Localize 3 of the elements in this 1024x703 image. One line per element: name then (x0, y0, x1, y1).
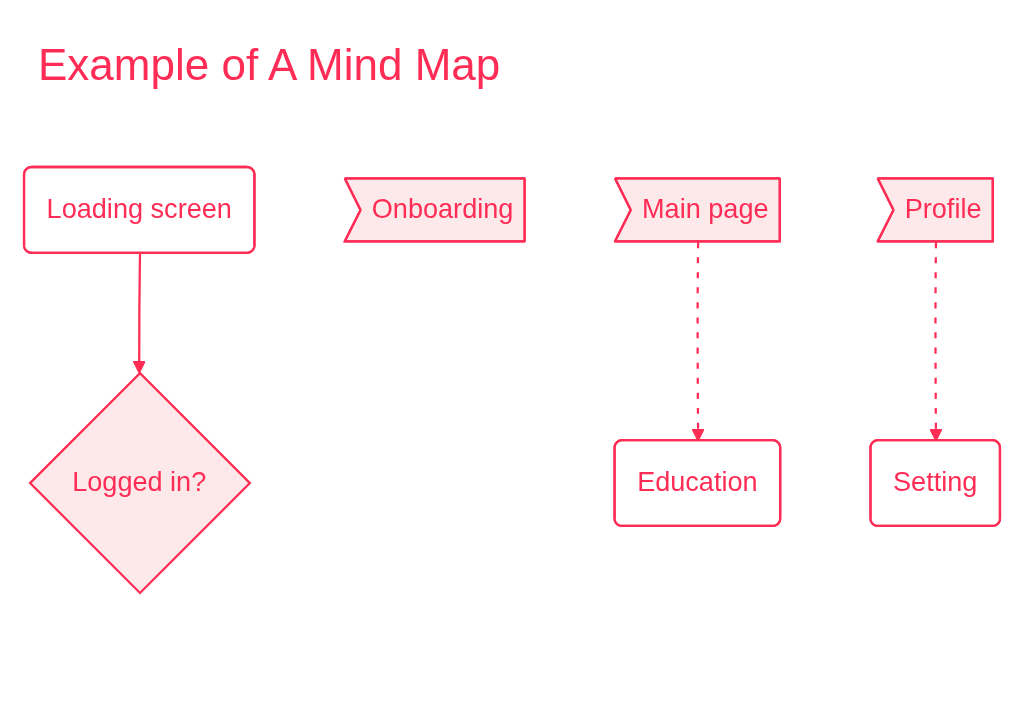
title: Example of A Mind Map (38, 40, 502, 90)
arrow (132, 253, 146, 374)
node-diamond: Logged in? (28, 371, 252, 595)
